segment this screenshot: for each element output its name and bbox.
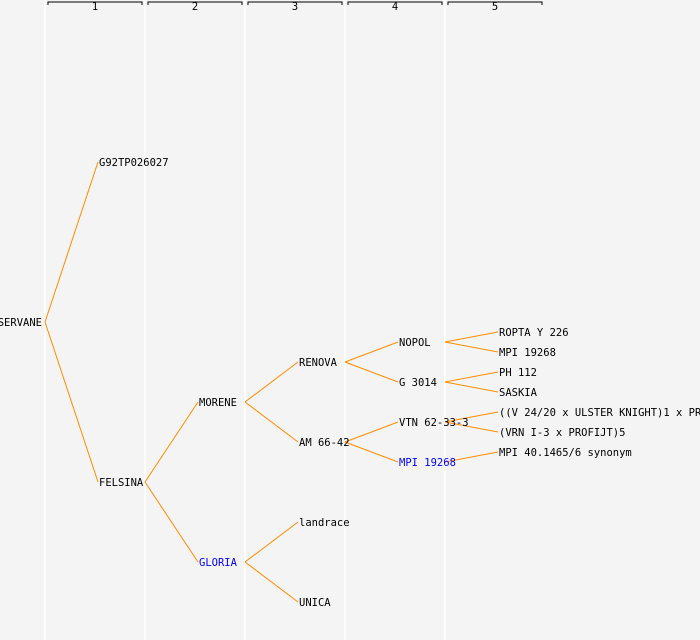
generation-bracket	[447, 1, 543, 5]
pedigree-node-label: ((V 24/20 x ULSTER KNIGHT)1 x PROFIJT)	[499, 407, 700, 419]
pedigree-edge	[444, 331, 499, 343]
pedigree-edge	[244, 521, 299, 563]
pedigree-node-label: PH 112	[499, 367, 537, 379]
pedigree-node-label: FELSINA	[99, 477, 144, 489]
pedigree-edge	[444, 341, 499, 353]
pedigree-edge	[444, 451, 499, 463]
pedigree-node-label: VTN 62-33-3	[399, 417, 469, 429]
generation-label: 2	[192, 1, 198, 13]
pedigree-node-label: NOPOL	[399, 337, 431, 349]
pedigree-edge	[344, 361, 399, 383]
pedigree-node-label: (VRN I-3 x PROFIJT)5	[499, 427, 625, 439]
pedigree-node-label: AM 66-42	[299, 437, 350, 449]
pedigree-edge	[344, 421, 399, 443]
generation-bracket	[147, 1, 243, 5]
pedigree-edge	[344, 441, 399, 463]
pedigree-edge	[44, 321, 99, 483]
pedigree-edge	[244, 561, 299, 603]
generation-bracket	[247, 1, 343, 5]
pedigree-node-label: G 3014	[399, 377, 437, 389]
pedigree-edge	[244, 401, 299, 443]
generation-label: 1	[92, 1, 98, 13]
generation-bracket	[47, 1, 143, 5]
pedigree-edge	[444, 421, 499, 433]
pedigree-node-label: landrace	[299, 517, 350, 529]
pedigree-edge	[444, 371, 499, 383]
generation-label: 3	[292, 1, 298, 13]
pedigree-node-label: SASKIA	[499, 387, 538, 399]
generation-label: 4	[392, 1, 398, 13]
pedigree-node-label: G92TP026027	[99, 157, 169, 169]
pedigree-edge	[144, 401, 199, 483]
pedigree-edge	[244, 361, 299, 403]
pedigree-node-label: MPI 19268	[499, 347, 556, 359]
pedigree-edge	[444, 411, 499, 423]
pedigree-edge	[144, 481, 199, 563]
pedigree-edge	[444, 381, 499, 393]
generation-bracket	[347, 1, 443, 5]
generation-label: 5	[492, 1, 498, 13]
pedigree-node-label: ROPTA Y 226	[499, 327, 569, 339]
pedigree-node-label: RENOVA	[299, 357, 338, 369]
pedigree-node-label[interactable]: GLORIA	[199, 557, 238, 569]
pedigree-node-label: MPI 40.1465/6 synonym	[499, 447, 632, 459]
pedigree-node-label[interactable]: MPI 19268	[399, 457, 456, 469]
pedigree-edge	[344, 341, 399, 363]
pedigree-node-label: UNICA	[299, 597, 331, 609]
pedigree-node-label: MORENE	[199, 397, 237, 409]
root-node-label: SERVANE	[0, 317, 42, 329]
pedigree-edge	[44, 161, 99, 323]
